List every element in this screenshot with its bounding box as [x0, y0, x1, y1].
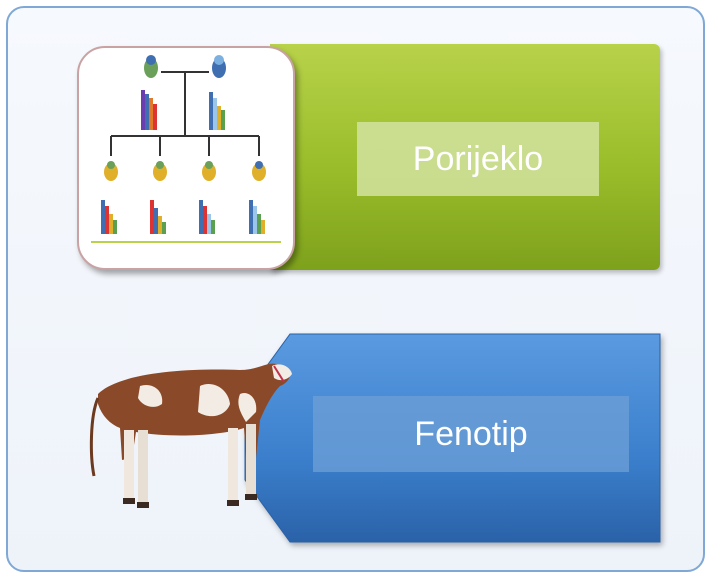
- phenotype-label: Fenotip: [313, 396, 629, 472]
- offspring-animal-icon: [252, 161, 266, 181]
- pedigree-tree-icon: [91, 55, 281, 243]
- parent-animal-icon: [212, 55, 226, 78]
- cow-image: [89, 363, 292, 508]
- parent-bar-group: [141, 90, 157, 130]
- offspring-bar-group: [249, 200, 265, 234]
- offspring-animal-icon: [153, 161, 167, 181]
- offspring-bar-group: [199, 200, 215, 234]
- offspring-animal-icon: [104, 161, 118, 181]
- offspring-animal-icon: [202, 161, 216, 181]
- pedigree-card: [77, 46, 295, 270]
- offspring-bar-group: [101, 200, 117, 234]
- parent-bar-group: [209, 92, 225, 130]
- origin-label: Porijeklo: [357, 122, 599, 196]
- offspring-bar-group: [150, 200, 166, 234]
- parent-animal-icon: [144, 55, 158, 78]
